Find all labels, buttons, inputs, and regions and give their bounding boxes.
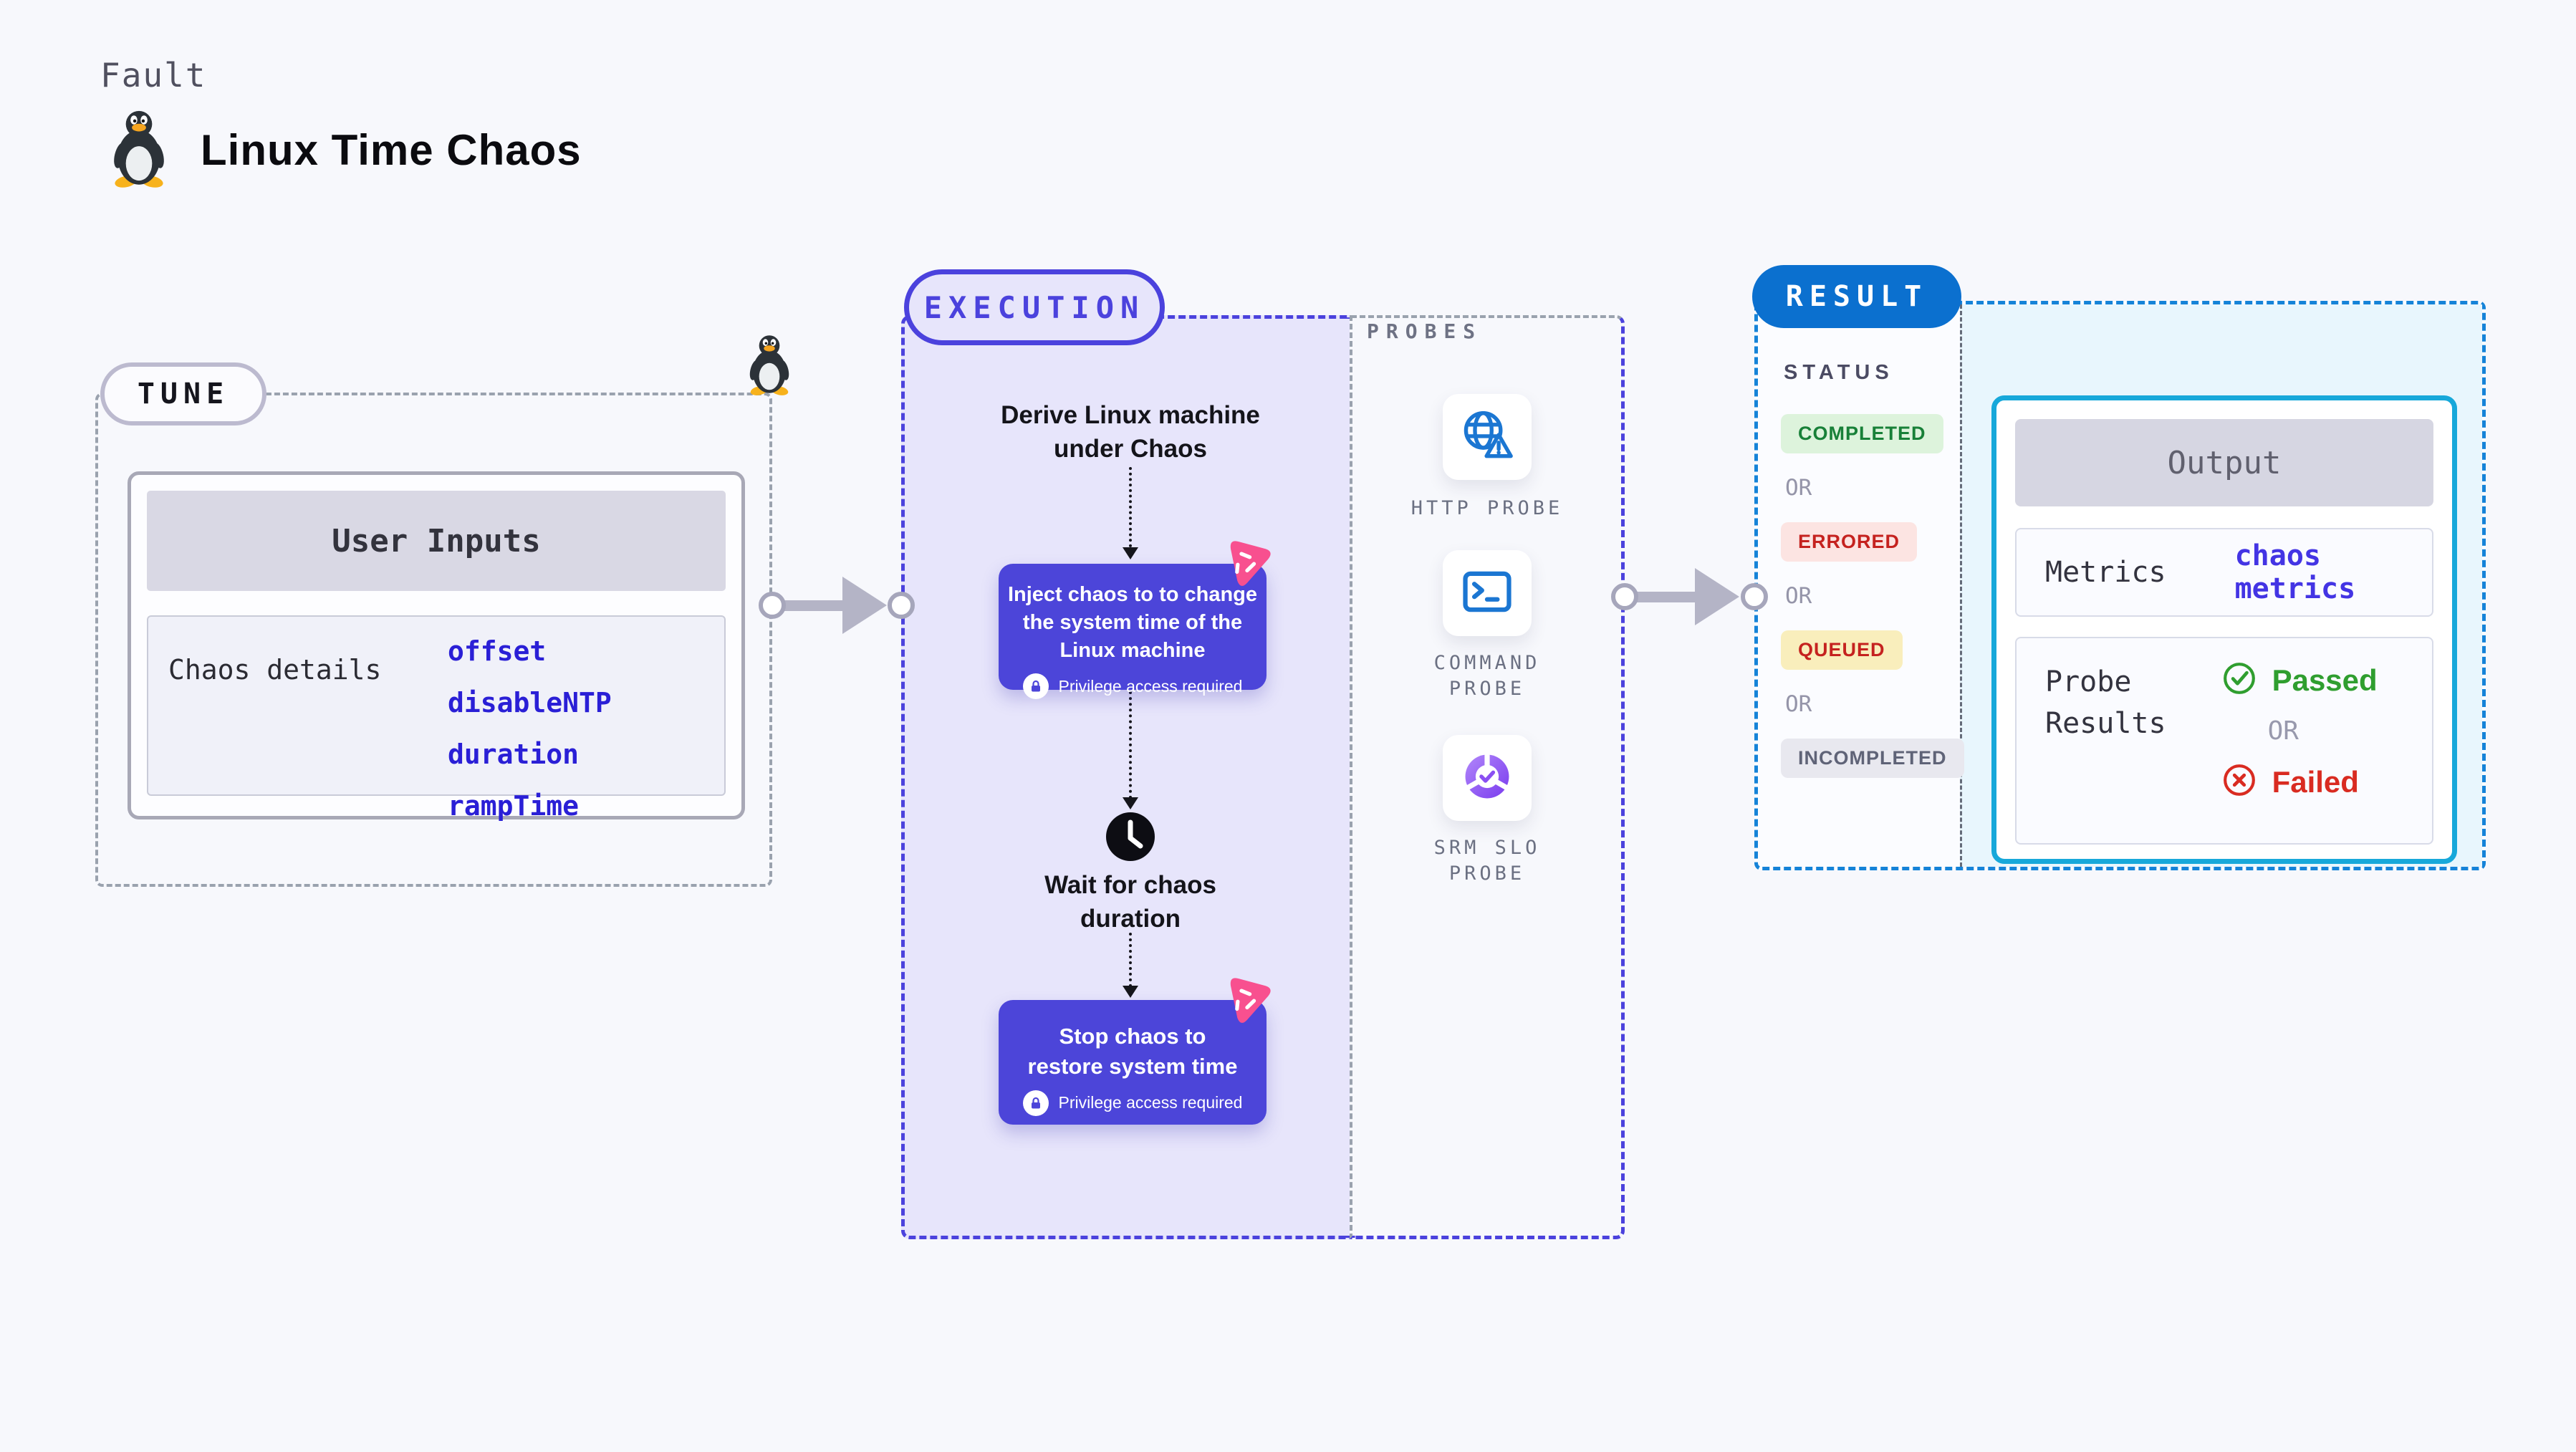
privilege-note: Privilege access required xyxy=(1058,1093,1243,1112)
user-inputs-panel: User Inputs Chaos details offset disable… xyxy=(128,471,745,822)
flow-arrow-down-icon xyxy=(1123,797,1138,809)
chaos-logo-icon xyxy=(1216,970,1277,1034)
status-badge-completed: COMPLETED xyxy=(1781,414,1943,453)
privilege-note: Privilege access required xyxy=(1058,676,1243,696)
tune-badge: TUNE xyxy=(100,362,266,425)
user-inputs-header: User Inputs xyxy=(147,491,726,591)
user-inputs-body: Chaos details offset disableNTP duration… xyxy=(147,615,726,822)
derive-machine-step: Derive Linux machine under Chaos xyxy=(1001,401,1260,463)
or-separator: OR xyxy=(2267,716,2299,746)
flow-connector xyxy=(1129,691,1132,799)
srm-slo-probe-label: SRM SLO PROBE xyxy=(1433,837,1541,885)
execution-badge: EXECUTION xyxy=(904,269,1165,345)
terminal-icon xyxy=(1456,561,1518,626)
flow-connector xyxy=(1129,933,1132,987)
tune-section-outline xyxy=(95,393,772,887)
status-heading: STATUS xyxy=(1784,361,1894,384)
flow-connector xyxy=(1129,467,1132,547)
connector-dot xyxy=(759,592,786,619)
clock-icon xyxy=(1105,811,1156,866)
chaos-params-list: offset disableNTP duration rampTime xyxy=(448,635,612,822)
passed-outcome: Passed xyxy=(2222,661,2378,699)
lock-icon xyxy=(1022,673,1049,700)
status-badge-incompleted: INCOMPLETED xyxy=(1781,739,1964,778)
chaos-logo-icon xyxy=(1216,533,1277,597)
connector-dot xyxy=(888,592,915,619)
fault-kicker: Fault xyxy=(100,56,207,95)
connector-dot xyxy=(1741,583,1768,610)
tux-penguin-corner-icon xyxy=(744,334,795,399)
param-link-duration[interactable]: duration xyxy=(448,739,580,770)
status-badge-queued: QUEUED xyxy=(1781,630,1903,670)
metrics-label: Metrics xyxy=(2045,556,2166,589)
stop-chaos-node: Stop chaos to restore system time Privil… xyxy=(999,1000,1267,1125)
probes-section-panel xyxy=(1350,315,1625,1239)
or-separator: OR xyxy=(1785,583,1812,609)
status-badge-errored: ERRORED xyxy=(1781,522,1918,562)
x-circle-icon xyxy=(2222,763,2257,801)
or-separator: OR xyxy=(1785,475,1812,501)
param-link-ramptime[interactable]: rampTime xyxy=(448,790,580,822)
command-probe-label: COMMAND PROBE xyxy=(1433,652,1541,701)
flow-arrow-down-icon xyxy=(1123,547,1138,559)
srm-slo-probe-card[interactable] xyxy=(1443,735,1532,821)
chaos-metrics-link[interactable]: chaos metrics xyxy=(2234,539,2356,605)
or-separator: OR xyxy=(1785,691,1812,717)
probe-outcomes: Passed OR Failed xyxy=(2222,661,2378,801)
metrics-row: Metrics chaos metrics xyxy=(2015,528,2433,617)
page-title: Linux Time Chaos xyxy=(201,126,582,174)
param-link-offset[interactable]: offset xyxy=(448,635,547,667)
output-header: Output xyxy=(2015,419,2433,506)
probes-heading: PROBES xyxy=(1367,319,1483,343)
probe-results-row: Probe Results Passed OR xyxy=(2015,637,2433,845)
page-title-row: Linux Time Chaos xyxy=(106,109,582,191)
param-link-disablentp[interactable]: disableNTP xyxy=(448,687,612,718)
connector-dot xyxy=(1611,583,1638,610)
flow-arrow-down-icon xyxy=(1123,986,1138,998)
probe-results-label: Probe Results xyxy=(2045,665,2166,740)
http-probe-card[interactable] xyxy=(1443,394,1532,480)
http-probe-label: HTTP PROBE xyxy=(1410,497,1564,519)
chaos-details-label: Chaos details xyxy=(168,654,382,686)
failed-outcome: Failed xyxy=(2222,763,2378,801)
status-list: COMPLETED OR ERRORED OR QUEUED OR INCOMP… xyxy=(1781,414,1964,778)
tux-penguin-icon xyxy=(106,109,172,191)
check-circle-icon xyxy=(2222,661,2257,699)
failed-label: Failed xyxy=(2272,764,2359,799)
wait-duration-step: Wait for chaos duration xyxy=(1044,871,1216,933)
output-card: Output Metrics chaos metrics Probe Resul… xyxy=(1991,395,2457,864)
command-probe-card[interactable] xyxy=(1443,550,1532,636)
inject-chaos-node: Inject chaos to to change the system tim… xyxy=(999,564,1267,700)
globe-alert-icon xyxy=(1456,405,1518,470)
lock-icon xyxy=(1022,1090,1049,1116)
slo-donut-icon xyxy=(1456,746,1518,811)
result-badge: RESULT xyxy=(1752,265,1961,328)
passed-label: Passed xyxy=(2272,663,2378,697)
